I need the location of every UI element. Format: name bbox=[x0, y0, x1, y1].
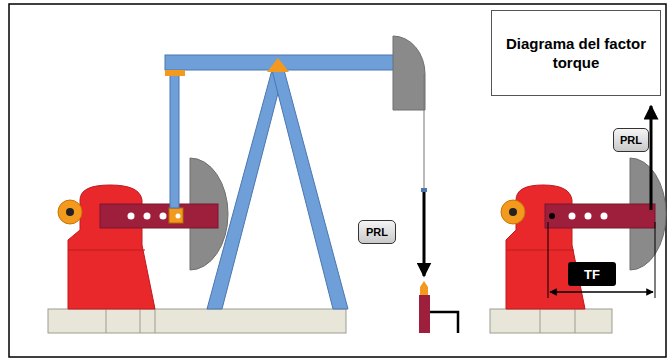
ground-slab bbox=[48, 309, 346, 333]
horsehead bbox=[393, 36, 425, 110]
flow-line bbox=[430, 312, 458, 333]
equalizer-bearing bbox=[165, 70, 185, 76]
node-text: PRL bbox=[366, 226, 388, 238]
ground-slab bbox=[490, 309, 612, 333]
title-box: Diagrama del factor torque bbox=[491, 10, 661, 96]
crank-arm bbox=[545, 204, 655, 228]
bridle-line bbox=[424, 74, 425, 190]
stuffing-box bbox=[420, 287, 428, 295]
carrier-bar bbox=[421, 188, 427, 192]
prl-arrow bbox=[423, 192, 426, 276]
gear-reducer-seam bbox=[506, 250, 574, 251]
brake-hub-center bbox=[66, 208, 74, 216]
wellhead bbox=[419, 295, 430, 333]
node-text: PRL bbox=[620, 134, 642, 146]
brake-hub-center bbox=[509, 208, 517, 216]
node-text: Diagrama del factor torque bbox=[500, 34, 652, 73]
crank-arm bbox=[100, 204, 218, 228]
prl-arrow bbox=[650, 106, 653, 210]
prl-label: PRL bbox=[613, 128, 649, 152]
frame bbox=[9, 4, 666, 357]
samson-post bbox=[207, 70, 348, 309]
dimension-line bbox=[550, 291, 653, 293]
crank-holes bbox=[569, 213, 608, 220]
pitman-arm bbox=[170, 74, 179, 208]
node-text: TF bbox=[584, 267, 600, 282]
stuffing-box bbox=[420, 281, 428, 287]
crank-holes bbox=[128, 213, 167, 220]
gear-reducer-seam bbox=[68, 250, 145, 251]
tf-label: TF bbox=[568, 262, 616, 286]
wrist-pin-hole bbox=[176, 214, 181, 219]
wrist-pin bbox=[169, 208, 183, 223]
extension-line bbox=[548, 222, 549, 298]
brake-hub bbox=[58, 200, 82, 224]
extension-line bbox=[655, 222, 656, 298]
crank-center bbox=[549, 213, 555, 219]
saddle-bearing bbox=[267, 58, 289, 72]
brake-hub bbox=[501, 200, 525, 224]
prl-label: PRL bbox=[358, 220, 396, 244]
